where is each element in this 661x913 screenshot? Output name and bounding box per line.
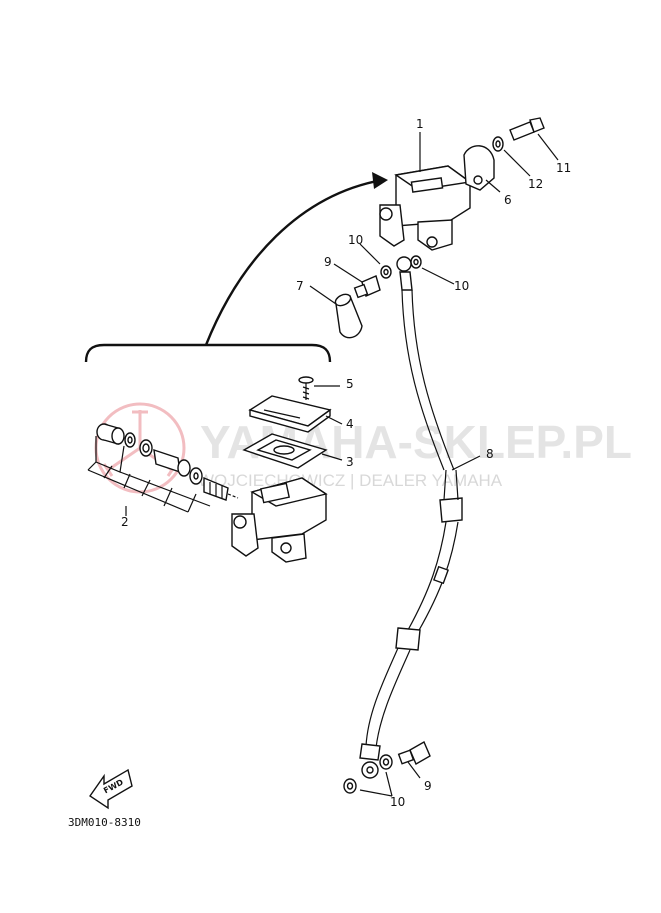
callout-10-top-left: 10 [348,233,363,247]
callout-5: 5 [346,377,354,391]
holder-clamp [463,145,495,191]
callout-10-bottom: 10 [390,795,405,809]
rubber-cap [334,293,363,339]
assembly-bracket [84,343,332,363]
piston-kit [87,423,239,513]
washer-12 [492,136,504,152]
copper-washer-top-right [410,255,422,269]
diagram-code: 3DM010-8310 [68,816,141,829]
master-cylinder-assembled [379,165,472,251]
master-cylinder-body [231,477,328,563]
callout-2: 2 [121,515,129,529]
callout-4: 4 [346,417,354,431]
screw-5 [298,376,314,400]
callout-10-top-right: 10 [454,279,469,293]
reservoir-cover [248,395,332,433]
callout-3: 3 [346,455,354,469]
union-bolt-bottom [397,741,431,765]
diaphragm [242,433,328,469]
reference-arrow [204,172,388,346]
copper-washer-top-left [380,265,392,279]
callout-11: 11 [556,161,571,175]
bolt-11 [509,117,545,141]
copper-washer-bottom-left [343,778,357,794]
callout-7: 7 [296,279,304,293]
union-bolt-top [353,275,381,299]
callout-9-bottom: 9 [424,779,432,793]
callout-12: 12 [528,177,543,191]
callout-9-top: 9 [324,255,332,269]
callout-1: 1 [416,117,424,131]
leader-lines [125,132,559,797]
copper-washer-bottom-right [379,754,393,770]
forward-arrow: FWD [89,768,133,810]
callout-8: 8 [486,447,494,461]
brake-hose [359,256,463,779]
callout-6: 6 [504,193,512,207]
